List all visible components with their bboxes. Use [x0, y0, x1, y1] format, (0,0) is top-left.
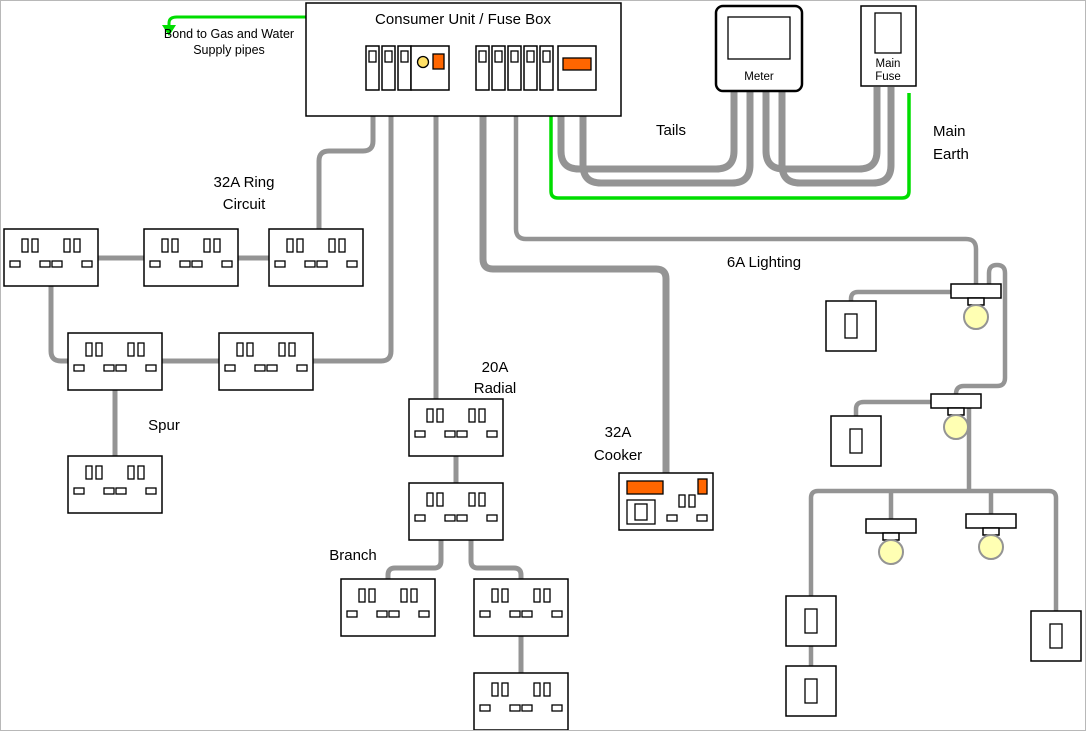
socket-slot	[688, 494, 696, 508]
breaker-2	[381, 45, 396, 91]
bonding-arrowhead-icon	[162, 25, 176, 36]
wire-main-earth	[549, 93, 911, 200]
socket-radial-1	[408, 398, 504, 457]
wire-lighting-feed	[513, 116, 979, 284]
socket-ring-2	[143, 228, 239, 287]
light-switch-3	[785, 595, 837, 647]
light-switch-1	[825, 300, 877, 352]
electricity-meter: Meter	[714, 4, 804, 93]
main-earth-label-2: Earth	[933, 146, 969, 163]
ring-circuit-label-1: 32A Ring	[214, 174, 275, 191]
wire-branch-left	[385, 540, 444, 579]
light-switch-4	[1030, 610, 1082, 662]
spur-label: Spur	[148, 417, 180, 434]
cooker-label-1: 32A	[605, 424, 632, 441]
main-fuse-carrier	[874, 12, 902, 54]
radial-label-1: 20A	[482, 359, 509, 376]
bonding-label-1: Bond to Gas and Water	[164, 27, 294, 41]
socket-ring-1	[3, 228, 99, 287]
main-switch	[557, 45, 597, 91]
wire-ring-return	[313, 116, 394, 364]
wire-rose1-rose2	[953, 262, 1008, 395]
breaker-4	[475, 45, 490, 91]
wire-tail-2	[579, 92, 754, 187]
socket-branch-1	[340, 578, 436, 637]
rcd-indicator	[432, 53, 445, 70]
cooker-switch-rocker	[634, 503, 648, 521]
cooker-control-unit	[618, 472, 714, 531]
cooker-label-2: Cooker	[594, 447, 642, 464]
breaker-8	[539, 45, 554, 91]
wire-switch-drop-2	[853, 399, 931, 416]
rcd-body	[410, 45, 450, 91]
rcd-test-button	[416, 55, 430, 69]
cooker-socket-indicator	[697, 478, 708, 495]
main-earth-label-1: Main	[933, 123, 966, 140]
bonding-label-2: Supply pipes	[193, 43, 265, 57]
wire-ring-feed	[316, 116, 376, 229]
breaker-1	[365, 45, 380, 91]
wire-bonding	[167, 15, 306, 25]
wire-branch-right	[468, 540, 524, 579]
socket-ring-3	[268, 228, 364, 287]
main-fuse-label-2: Fuse	[875, 71, 901, 83]
wire-switch-drop-1	[848, 289, 951, 301]
socket-branch-3	[473, 672, 569, 730]
breaker-7	[523, 45, 538, 91]
lighting-label: 6A Lighting	[727, 254, 801, 271]
breaker-6	[507, 45, 522, 91]
breaker-3	[397, 45, 412, 91]
cooker-neon-indicator	[626, 480, 664, 495]
consumer-unit-title: Consumer Unit / Fuse Box	[375, 11, 551, 28]
wire-cooker	[479, 116, 670, 473]
socket-radial-2	[408, 482, 504, 541]
ceiling-rose-2	[930, 393, 982, 440]
light-switch-5	[785, 665, 837, 717]
wire-lighting-bus	[808, 488, 1059, 611]
ceiling-rose-1	[950, 283, 1002, 330]
branch-label: Branch	[329, 547, 377, 564]
wire-tail-1	[557, 92, 738, 173]
socket-slot	[666, 514, 678, 522]
consumer-unit: Consumer Unit / Fuse Box	[305, 2, 622, 117]
main-switch-indicator	[562, 57, 592, 71]
ring-circuit-label-2: Circuit	[223, 196, 266, 213]
meter-label: Meter	[744, 71, 774, 83]
wire-tail-4	[778, 87, 895, 187]
ceiling-rose-4	[965, 513, 1017, 560]
tails-label: Tails	[656, 122, 686, 139]
wire-ring-down-link	[48, 286, 68, 364]
breaker-5	[491, 45, 506, 91]
light-switch-2	[830, 415, 882, 467]
socket-ring-5	[218, 332, 314, 391]
meter-display	[727, 16, 791, 60]
rcd-device	[410, 45, 450, 91]
socket-slot	[678, 494, 686, 508]
socket-slot	[696, 514, 708, 522]
socket-branch-2	[473, 578, 569, 637]
socket-ring-4	[67, 332, 163, 391]
ceiling-rose-3	[865, 518, 917, 565]
main-fuse: Main Fuse	[860, 5, 917, 87]
radial-label-2: Radial	[474, 380, 517, 397]
socket-spur	[67, 455, 163, 514]
wire-tail-3	[762, 87, 881, 173]
main-fuse-label-1: Main	[876, 58, 901, 70]
